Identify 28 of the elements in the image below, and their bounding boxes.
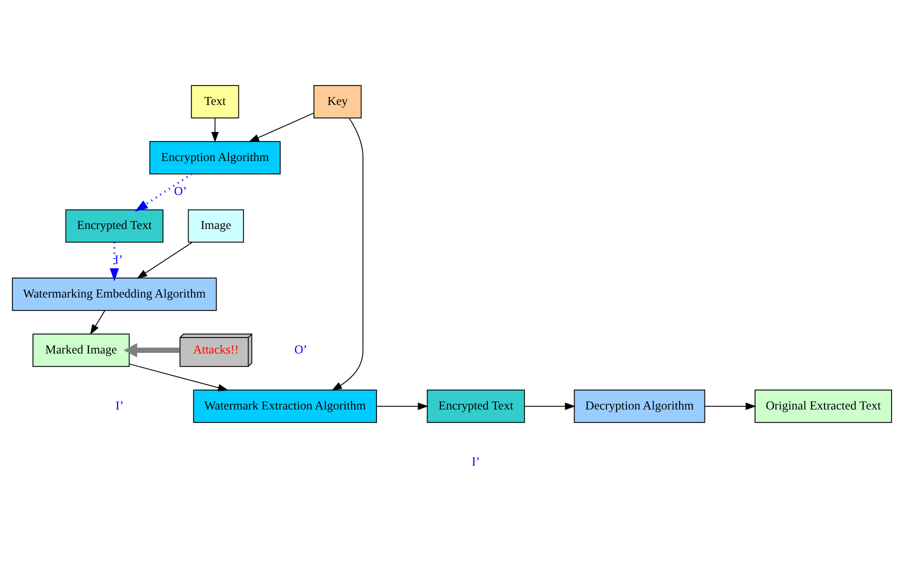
arrow — [376, 402, 428, 410]
node-box: Image — [188, 208, 244, 242]
node-box: Encrypted Text — [65, 208, 164, 242]
label: O’ — [294, 342, 308, 356]
arrow — [134, 172, 192, 212]
arrow — [524, 402, 576, 410]
arrow — [124, 342, 180, 357]
edge-label: O’ — [174, 184, 187, 198]
node-box: Original Extracted Text — [754, 389, 892, 422]
label: I’ — [116, 398, 124, 412]
node-box: Watermarking Embedding Algorithm — [12, 277, 217, 310]
arrow — [110, 242, 119, 281]
arrow — [90, 310, 106, 334]
node-box: Encryption Algorithm — [149, 140, 281, 174]
node-box: Decryption Algorithm — [574, 389, 706, 422]
arrow — [248, 112, 314, 142]
arrow — [129, 363, 229, 391]
node-box: Marked Image — [32, 333, 130, 366]
node-box: Watermark Extraction Algorithm — [193, 389, 377, 422]
node-box: Text — [190, 84, 240, 118]
node-box: Encrypted Text — [426, 389, 525, 422]
arrow — [331, 117, 364, 390]
node-box: Key — [313, 84, 362, 118]
arrow — [136, 241, 193, 278]
label: I’ — [472, 454, 480, 468]
arrow — [704, 402, 756, 410]
edge-label: I’ — [114, 252, 123, 266]
arrow — [211, 117, 219, 142]
